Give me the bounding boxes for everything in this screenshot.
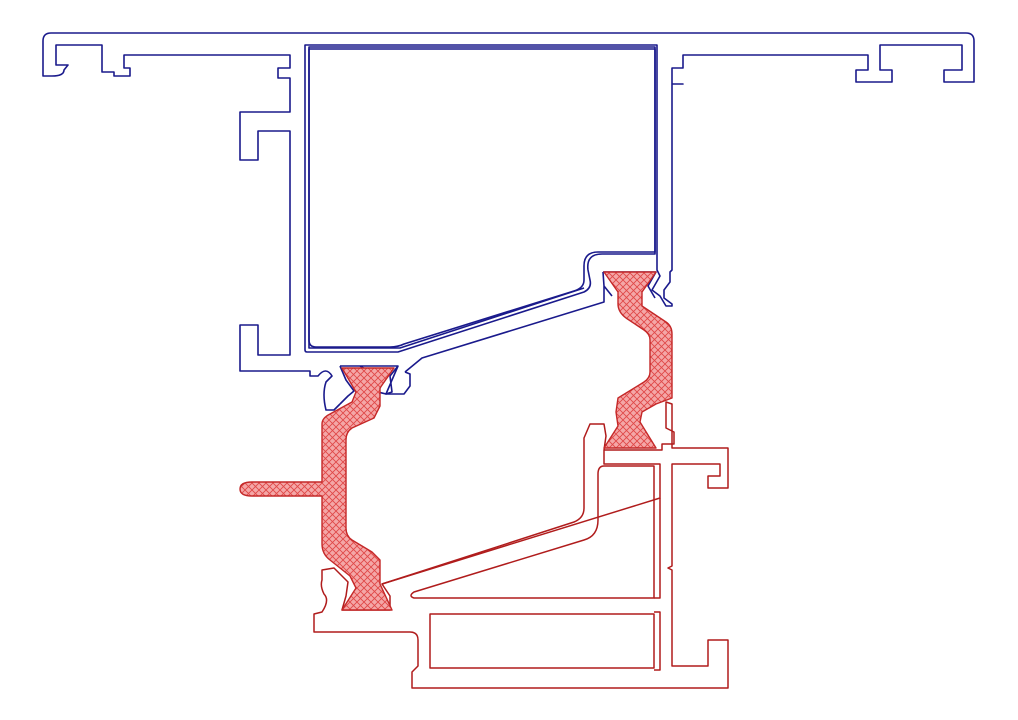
thermal-breaks (239, 271, 673, 611)
thermal-break-right (603, 271, 673, 449)
inner-sash-lower-web (654, 498, 661, 671)
outer-frame-top-flange (51, 32, 975, 353)
thermal-break-left (239, 367, 395, 611)
outer-frame-left-pocket (339, 365, 411, 405)
outer-frame-chamber (308, 48, 656, 348)
outer-frame-left-hook (42, 32, 341, 411)
inner-sash-diagonal-arm (381, 423, 607, 585)
inner-sash-outline (313, 401, 729, 689)
outer-frame-bottom-web (340, 271, 657, 395)
outer-frame (42, 32, 975, 411)
inner-sash-slot (410, 465, 655, 599)
inner-sash (313, 401, 729, 689)
inner-sash-chamber (429, 613, 655, 669)
